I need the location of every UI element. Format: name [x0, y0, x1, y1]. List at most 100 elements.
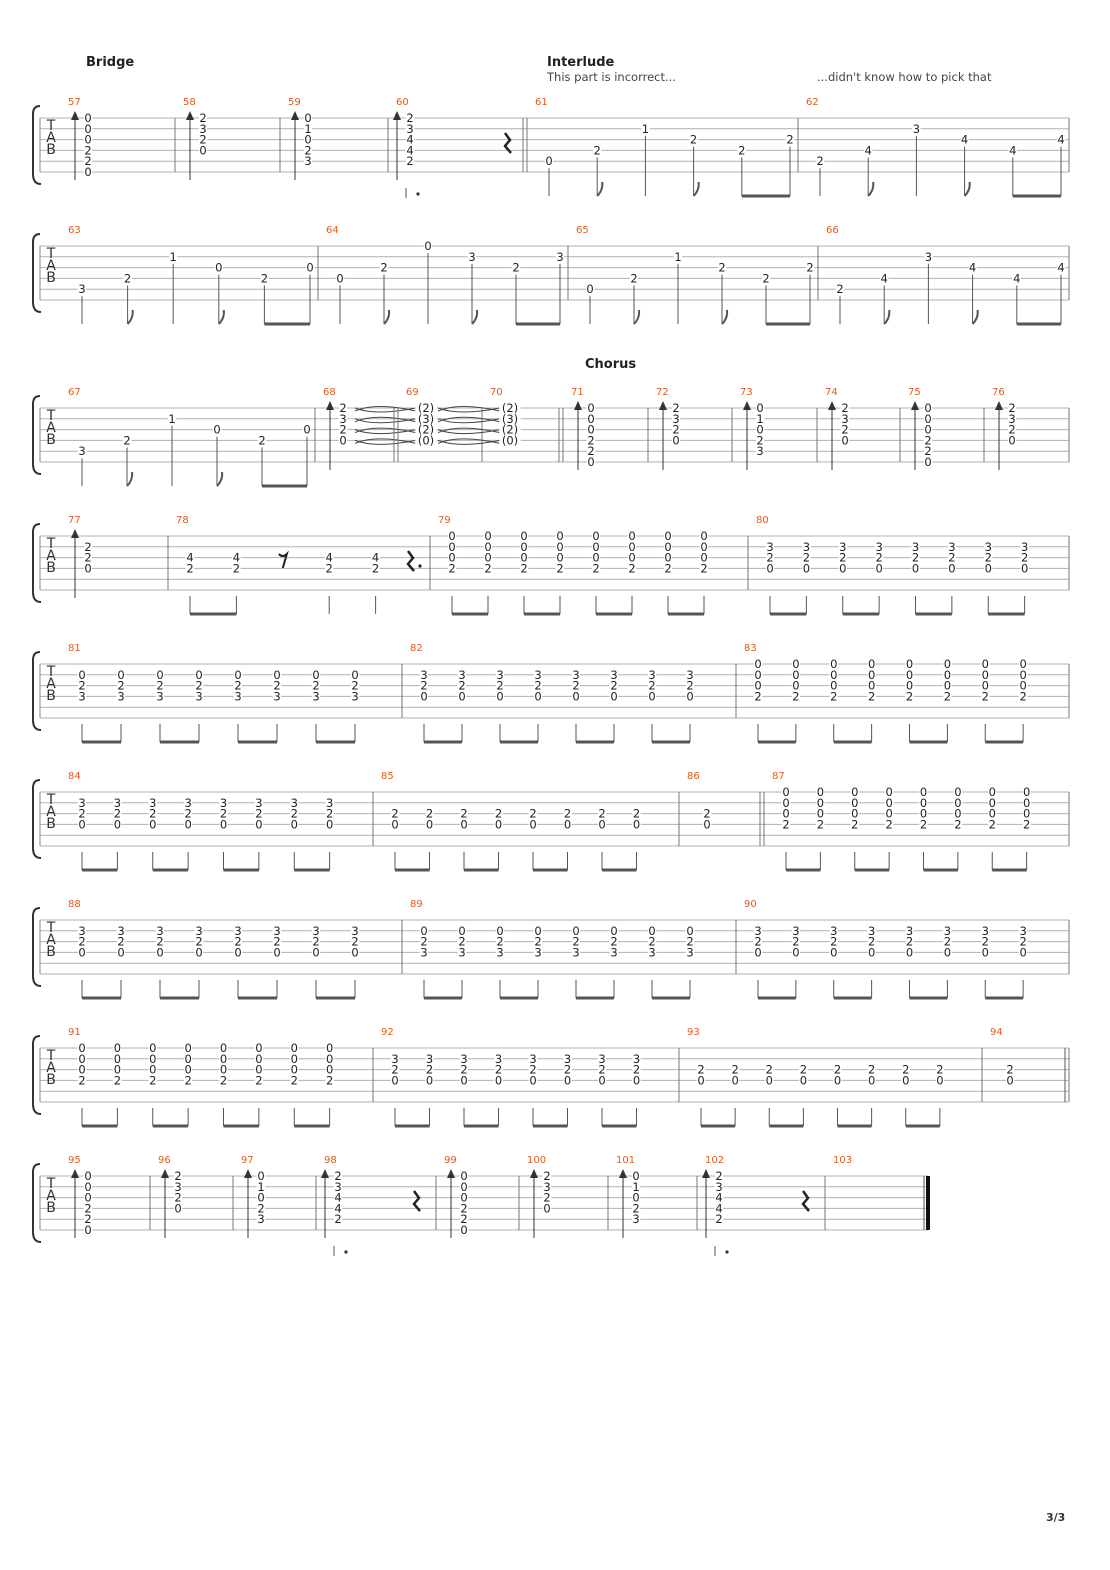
fret-bg — [148, 819, 157, 830]
fret-number: 3 — [944, 924, 951, 938]
fret-number: 2 — [123, 433, 130, 447]
fret-number: (2) — [502, 401, 518, 415]
fret-number: 0 — [885, 785, 892, 799]
fret-bg — [753, 669, 763, 680]
fret-bg — [791, 947, 801, 958]
fret-number: 0 — [817, 796, 824, 810]
fret-bg — [947, 552, 957, 563]
fret-bg — [83, 134, 93, 145]
fret-bg — [571, 947, 581, 958]
fret-bg — [311, 680, 321, 691]
fret-number: 2 — [756, 433, 763, 447]
fret-bg — [457, 925, 467, 936]
fret-number: 2 — [690, 133, 697, 147]
fret-bg — [77, 1053, 87, 1064]
fret-bg — [155, 925, 165, 936]
fret-bg — [542, 1192, 552, 1203]
fret-number: 2 — [195, 679, 202, 693]
fret-bg — [233, 691, 243, 702]
fret-number: 0 — [114, 1063, 121, 1077]
fret-bg — [457, 680, 467, 691]
fret-number: 2 — [792, 689, 799, 703]
fret-number: 2 — [220, 807, 227, 821]
fret-bg — [609, 680, 619, 691]
fret-number: 3 — [234, 924, 241, 938]
fret-number: 3 — [610, 668, 617, 682]
fret-number: 3 — [304, 154, 311, 168]
fret-bg — [219, 808, 228, 819]
measure-number: 78 — [176, 515, 189, 526]
fret-number: 0 — [700, 529, 707, 543]
fret-bg — [419, 669, 429, 680]
fret-bg — [988, 787, 997, 797]
fret-number: 0 — [632, 1191, 639, 1205]
fret-number: 2 — [195, 935, 202, 949]
measure-number: 60 — [396, 97, 409, 108]
fret-bg — [1022, 808, 1031, 819]
fret-bg — [671, 435, 681, 446]
fret-number: 3 — [632, 1212, 639, 1226]
fret-number: 2 — [632, 1201, 639, 1215]
fret-bg — [563, 1064, 572, 1075]
fret-number: 0 — [924, 455, 931, 469]
fret-number: 0 — [306, 261, 313, 275]
fret-number: 2 — [199, 111, 206, 125]
fret-bg — [714, 1214, 724, 1225]
fret-bg — [586, 446, 596, 457]
fret-number: 0 — [572, 689, 579, 703]
fret-number: 0 — [902, 1073, 909, 1087]
fret-number: 2 — [380, 261, 387, 275]
fret-number: 0 — [114, 817, 121, 831]
fret-bg — [77, 446, 87, 457]
fret-bg — [333, 1203, 343, 1214]
fret-bg — [1018, 925, 1028, 936]
fret-number: 0 — [291, 1063, 298, 1077]
fret-bg — [290, 1053, 299, 1064]
fret-bg — [113, 1064, 122, 1075]
fret-number: 3 — [420, 945, 427, 959]
fret-number: 1 — [756, 412, 763, 426]
fret-number: 2 — [830, 935, 837, 949]
fret-number: 2 — [149, 1073, 156, 1087]
fret-bg — [838, 563, 847, 574]
tie-arc — [354, 406, 417, 412]
fret-number: 2 — [697, 1063, 704, 1077]
fret-number: 3 — [534, 668, 541, 682]
fret-bg — [419, 680, 429, 691]
tab-clef-letter: B — [46, 816, 56, 832]
fret-bg — [198, 113, 208, 123]
fret-number: 2 — [460, 1212, 467, 1226]
tab-clef-letter: B — [46, 1200, 56, 1216]
tie-arc — [354, 429, 417, 435]
system-bracket — [32, 105, 42, 185]
fret-number: 0 — [885, 796, 892, 810]
fret-bg — [988, 797, 997, 808]
fret-bg — [183, 808, 193, 819]
fret-bg — [555, 563, 565, 574]
eighth-flag — [218, 309, 225, 325]
fret-bg — [753, 680, 763, 691]
fret-number: 2 — [114, 807, 121, 821]
fret-number: 2 — [1008, 423, 1015, 437]
fret-number: 0 — [868, 668, 875, 682]
fret-number: 0 — [936, 1073, 943, 1087]
fret-number: 2 — [234, 935, 241, 949]
fret-bg — [753, 691, 763, 702]
fret-bg — [632, 808, 641, 819]
fret-bg — [850, 808, 859, 819]
fret-number: 2 — [766, 1063, 773, 1077]
fret-bg — [419, 925, 429, 936]
fret-number: 0 — [944, 945, 951, 959]
fret-bg — [685, 947, 695, 958]
fret-bg — [905, 947, 914, 958]
fret-bg — [257, 435, 267, 446]
fret-number: 0 — [948, 561, 955, 575]
fret-number: 2 — [255, 807, 262, 821]
